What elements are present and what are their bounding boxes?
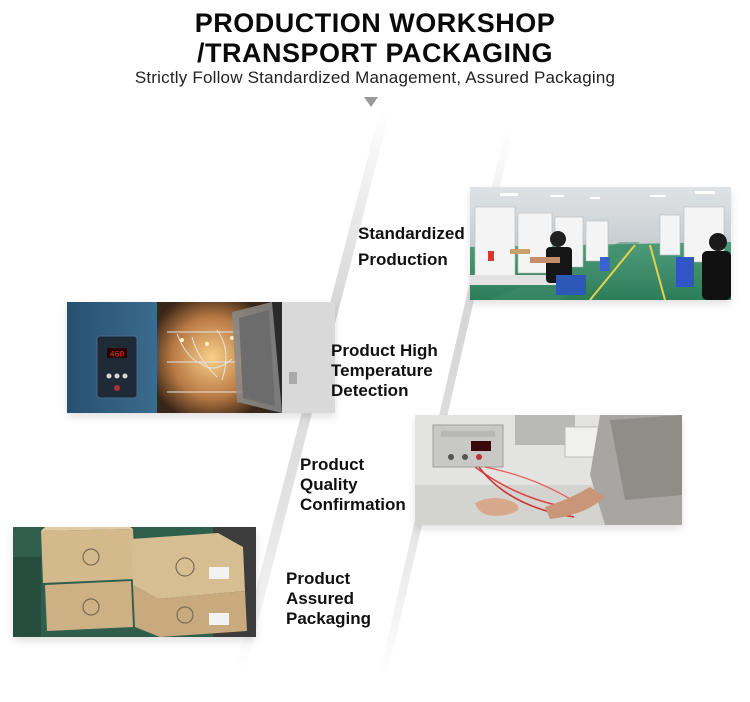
step-3-line-2: Quality bbox=[300, 475, 358, 494]
step-1-line-1: Standardized bbox=[358, 224, 465, 243]
down-arrow-icon bbox=[364, 97, 378, 107]
step-3-line-1: Product bbox=[300, 455, 365, 474]
step-label-2: Product High Temperature Detection bbox=[331, 341, 438, 401]
step-4-line-2: Assured bbox=[286, 589, 355, 608]
step-2-line-1: Product High bbox=[331, 341, 438, 360]
photo-high-temperature-detection: 460 bbox=[67, 302, 335, 413]
page-title-line-2: /TRANSPORT PACKAGING bbox=[196, 38, 553, 68]
quality-test-photo bbox=[415, 415, 682, 525]
workshop-photo bbox=[470, 187, 731, 300]
step-2-line-2: Temperature bbox=[331, 361, 433, 380]
packaging-photo bbox=[13, 527, 256, 637]
page-title-line-1: PRODUCTION WORKSHOP bbox=[194, 8, 556, 38]
page-subtitle: Strictly Follow Standardized Management,… bbox=[134, 68, 616, 87]
oven-temperature-readout: 460 bbox=[110, 351, 125, 360]
step-label-1: Standardized Production bbox=[358, 224, 465, 270]
photo-standardized-production bbox=[470, 187, 731, 300]
photo-assured-packaging bbox=[13, 527, 256, 637]
step-label-4: Product Assured Packaging bbox=[286, 569, 371, 629]
step-3-line-3: Confirmation bbox=[300, 495, 406, 514]
step-label-3: Product Quality Confirmation bbox=[300, 455, 406, 515]
step-4-line-3: Packaging bbox=[286, 609, 372, 628]
step-4-line-1: Product bbox=[286, 569, 351, 588]
step-1-line-2: Production bbox=[358, 250, 448, 269]
oven-photo: 460 bbox=[67, 302, 335, 413]
photo-quality-confirmation bbox=[415, 415, 682, 525]
step-2-line-3: Detection bbox=[331, 381, 409, 400]
